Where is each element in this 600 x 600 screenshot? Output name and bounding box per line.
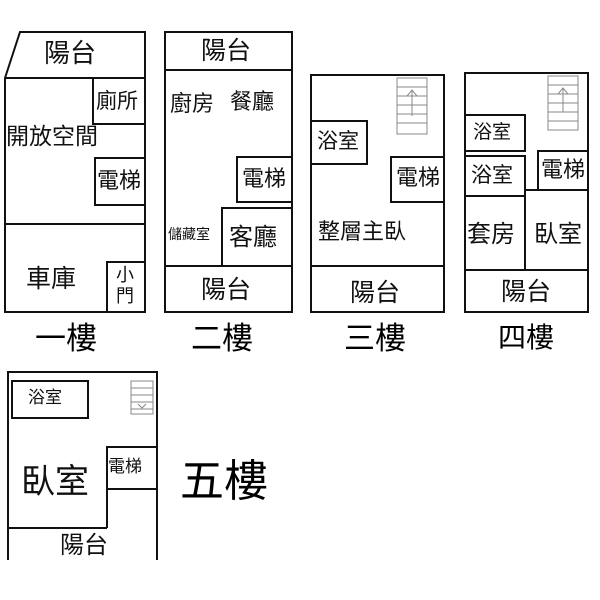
floor-2-top-balcony-label: 陽台 <box>201 36 252 65</box>
floor-1-toilet-label: 廁所 <box>96 89 138 113</box>
floor-2-plan <box>164 31 293 313</box>
floor-3-elevator-room <box>390 156 445 203</box>
floor-1-open-space-label: 開放空間 <box>6 124 98 150</box>
floor-2-living-label: 客廳 <box>229 223 277 251</box>
floor-3-balcony-label: 陽台 <box>350 278 401 307</box>
floor-3-elevator-label: 電梯 <box>396 166 441 191</box>
floor-5-staircase <box>130 380 154 415</box>
floor-4-bathroom-1-label: 浴室 <box>473 121 512 143</box>
floor-3-plan <box>310 74 445 313</box>
floor-1-small-door-label: 小門 <box>116 265 134 307</box>
floor-4-caption: 四樓 <box>498 321 555 354</box>
floor-5-elevator-room <box>106 446 158 490</box>
floor-5-plan <box>7 371 158 560</box>
floor-4-staircase <box>547 75 579 131</box>
floor-3-master-bedroom-label: 整層主臥 <box>318 220 407 245</box>
floor-3-bathroom-label: 浴室 <box>317 129 359 153</box>
floor-2-caption: 二樓 <box>191 321 253 357</box>
floor-2-kitchen-label: 廚房 <box>170 92 215 117</box>
floor-2-storage-label: 儲藏室 <box>168 227 210 243</box>
floor-5-bedroom-label: 臥室 <box>21 462 89 502</box>
floor-2-elevator-room <box>236 156 293 203</box>
floor-5-caption: 五樓 <box>180 456 268 507</box>
floor-1-garage-label: 車庫 <box>26 264 77 293</box>
floor-4-suite-label: 套房 <box>467 220 515 248</box>
floor-4-bathroom-2-room <box>464 155 526 197</box>
floor-1-toilet-room <box>92 77 146 125</box>
floor-1-caption: 一樓 <box>35 321 97 357</box>
floor-2-dining-label: 餐廳 <box>230 90 275 115</box>
floor-5-elevator-label: 電梯 <box>108 457 142 477</box>
floor-4-bathroom-1-room <box>464 114 526 152</box>
floor-2-elevator-label: 電梯 <box>242 167 287 192</box>
floor-1-small-door-room <box>106 261 146 313</box>
floor-3-outline <box>310 74 445 313</box>
floor-4-plan <box>464 72 589 313</box>
floor-4-balcony-label: 陽台 <box>501 277 552 306</box>
floor-5-balcony-label: 陽台 <box>60 531 108 559</box>
floor-1-balcony-label: 陽台 <box>44 39 97 69</box>
floor-1-elevator-room <box>94 157 146 206</box>
floor-1-plan <box>4 31 146 313</box>
floor-5-bathroom-room <box>11 380 89 419</box>
floor-4-elevator-label: 電梯 <box>541 158 586 183</box>
floor-3-bathroom-room <box>310 120 368 165</box>
floor-3-staircase <box>396 77 428 135</box>
floor-1-elevator-label: 電梯 <box>97 169 142 194</box>
floor-3-caption: 三樓 <box>344 321 406 357</box>
floor-4-bedroom-label: 臥室 <box>534 220 582 248</box>
floor-2-bottom-balcony-label: 陽台 <box>201 275 252 304</box>
floor-5-bathroom-label: 浴室 <box>28 388 62 408</box>
floor-4-bathroom-2-label: 浴室 <box>471 163 513 187</box>
